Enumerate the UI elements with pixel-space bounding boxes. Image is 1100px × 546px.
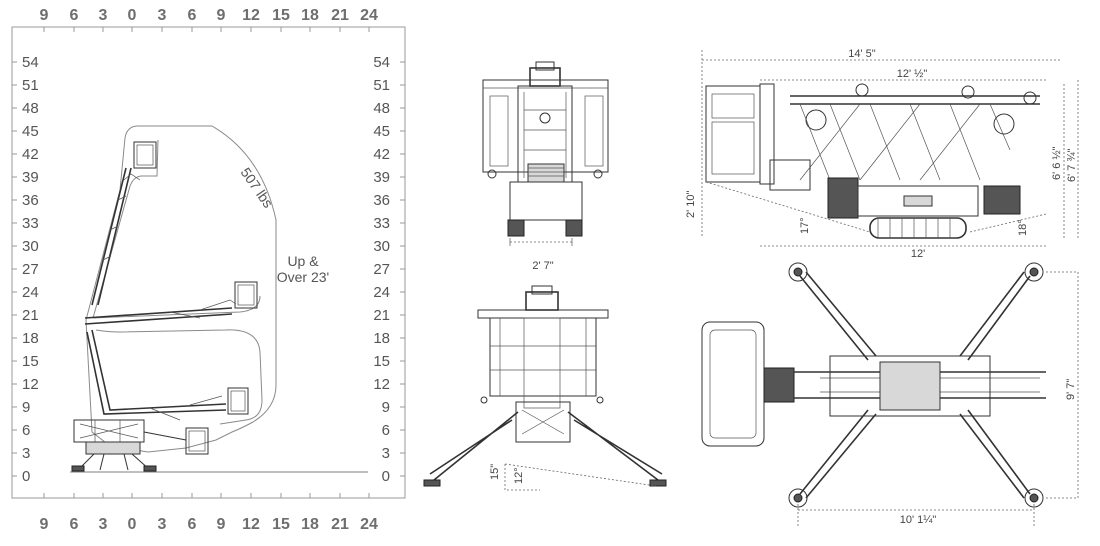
bottom-axis-label: 12 [242,516,260,533]
bottom-axis-label: 0 [128,516,137,533]
approach-angle-dim: 17° [799,217,811,234]
top-axis-label: 3 [99,7,108,24]
slope-angle-dim: 12° [513,467,525,484]
side-view-stowed: 14' 5" 12' ½" 12' 2' 10" 17° 18° [685,48,1079,260]
front-view-deployed: 15" 12° [423,285,667,491]
height-label: 39 [373,169,390,186]
left-height-dim: 2' 10" [685,190,697,218]
envelope-inner-upper [92,139,261,319]
height-label: 54 [22,54,39,71]
capacity-label: 507 lbs [238,165,277,211]
bottom-axis-label: 24 [360,516,378,533]
outrigger-width-dim: 9' 7" [1065,379,1077,400]
top-axis-label: 9 [217,7,226,24]
chart-frame [11,26,406,499]
stowed-height-1-dim: 6' 6 ½" [1051,146,1063,180]
stowed-length-dim: 12' ½" [897,68,928,80]
left-height-scale: 54 51 48 45 42 39 36 33 30 27 24 21 18 1… [22,54,39,485]
overall-length-dim: 14' 5" [848,48,876,60]
boom-low-height [86,329,249,421]
bottom-axis: 9 6 3 0 3 6 9 12 15 18 21 24 [40,516,378,533]
bottom-axis-label: 6 [70,516,79,533]
height-label: 24 [22,284,39,301]
top-axis-label: 3 [158,7,167,24]
height-label: 24 [373,284,390,301]
front-view-stowed: 2' 7" [482,61,609,272]
height-label: 45 [22,123,39,140]
height-label: 9 [382,399,390,416]
height-label: 51 [22,77,39,94]
frame-ticks [43,27,370,498]
height-label: 36 [373,192,390,209]
departure-angle-dim: 18° [1017,219,1029,236]
height-label: 48 [22,100,39,117]
right-height-scale: 54 51 48 45 42 39 36 33 30 27 24 21 18 1… [373,54,390,485]
top-axis-label: 0 [128,7,137,24]
height-label: 12 [373,376,390,393]
height-label: 21 [373,307,390,324]
height-label: 6 [382,422,390,439]
height-label: 42 [373,146,390,163]
height-label: 18 [22,330,39,347]
bottom-axis-label: 18 [301,516,319,533]
top-view-deployed: 9' 7" 10' 1¼" [701,262,1079,528]
height-label: 48 [373,100,390,117]
ground-clearance-dim: 15" [489,464,501,480]
height-label: 33 [373,215,390,232]
top-axis-label: 18 [301,7,319,24]
outreach-label-line1: Up & [287,253,319,269]
height-label: 39 [22,169,39,186]
height-label: 15 [373,353,390,370]
height-label: 0 [22,468,30,485]
height-label: 3 [382,445,390,462]
bottom-axis-label: 3 [158,516,167,533]
height-label: 9 [22,399,30,416]
height-label: 3 [22,445,30,462]
top-axis-label: 6 [70,7,79,24]
top-axis: 9 6 3 0 3 6 9 12 15 18 21 24 [40,7,378,24]
height-label: 27 [22,261,39,278]
bottom-axis-label: 6 [188,516,197,533]
height-label: 51 [373,77,390,94]
top-axis-label: 21 [331,7,349,24]
track-length-dim: 12' [911,248,925,260]
side-ticks [12,61,405,477]
height-label: 18 [373,330,390,347]
height-label: 12 [22,376,39,393]
envelope-inner-lower [95,329,263,425]
height-label: 6 [22,422,30,439]
height-label: 45 [373,123,390,140]
height-label: 54 [373,54,390,71]
height-label: 36 [22,192,39,209]
bottom-axis-label: 15 [272,516,290,533]
bottom-axis-label: 9 [217,516,226,533]
bottom-axis-label: 3 [99,516,108,533]
height-label: 21 [22,307,39,324]
height-label: 30 [22,238,39,255]
front-width-dim: 2' 7" [532,260,553,272]
working-range-chart: 9 6 3 0 3 6 9 12 15 18 21 24 [11,7,406,533]
stowed-height-2-dim: 6' 7 ¾" [1066,148,1078,182]
height-label: 27 [373,261,390,278]
height-label: 30 [373,238,390,255]
top-axis-label: 6 [188,7,197,24]
boom-mid-height [84,281,258,325]
top-axis-label: 12 [242,7,260,24]
height-label: 15 [22,353,39,370]
top-axis-label: 15 [272,7,290,24]
top-axis-label: 24 [360,7,378,24]
boom-max-height [91,141,157,306]
base-machine [71,419,209,472]
working-envelope [85,125,277,453]
height-label: 0 [382,468,390,485]
height-label: 33 [22,215,39,232]
bottom-axis-label: 21 [331,516,349,533]
top-axis-label: 9 [40,7,49,24]
outreach-label-line2: Over 23' [277,269,329,285]
height-label: 42 [22,146,39,163]
bottom-axis-label: 9 [40,516,49,533]
outrigger-length-dim: 10' 1¼" [900,514,937,526]
